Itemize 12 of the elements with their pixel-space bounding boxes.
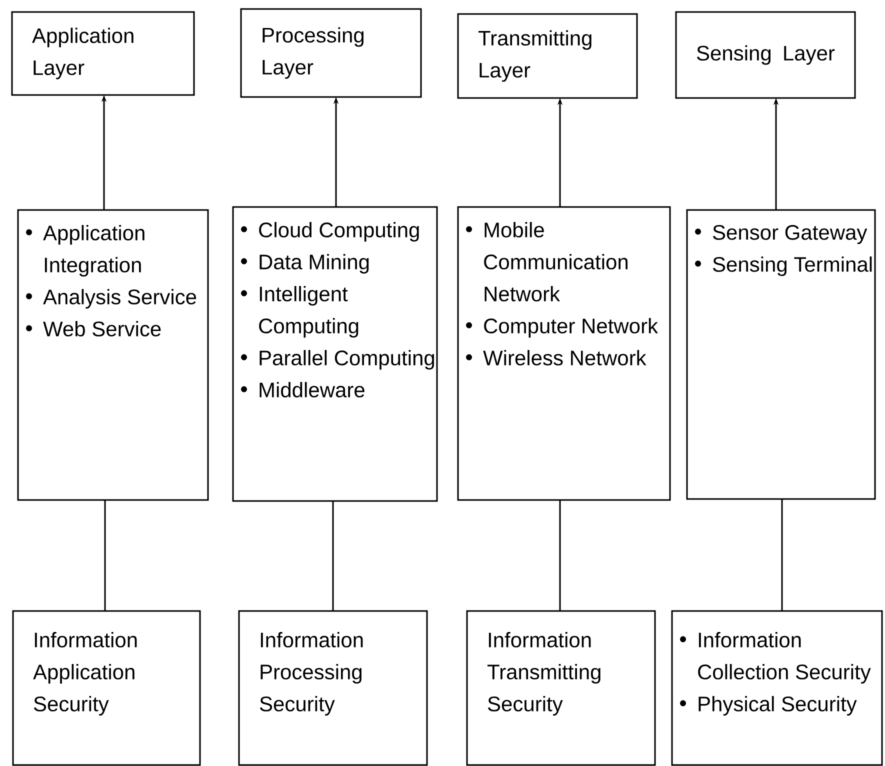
layer-box: Application Layer	[11, 11, 195, 96]
security-box: Information Processing Security	[238, 610, 428, 766]
component-box: Cloud Computing Data Mining Intelligent Computing Parallel Computing Middleware	[232, 206, 438, 502]
layer-box: Processing Layer	[240, 8, 422, 98]
security-box: Information Transmitting Security	[466, 610, 656, 766]
security-box: Information Collection Security Physical Security	[671, 610, 883, 766]
component-box: Mobile Communication Network Computer Network Wireless Network	[457, 206, 671, 501]
layer-box: Sensing Layer	[675, 11, 856, 99]
security-box: Information Application Security	[12, 610, 201, 766]
component-box: Sensor Gateway Sensing Terminal	[686, 209, 876, 500]
layer-box: Transmitting Layer	[457, 13, 638, 99]
component-box: Application Integration Analysis Service Web Service	[17, 209, 209, 501]
